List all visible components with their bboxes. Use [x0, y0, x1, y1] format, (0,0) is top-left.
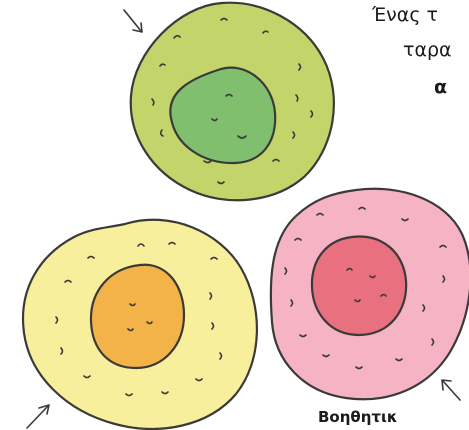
- pink-cell: [271, 189, 469, 399]
- yellow-cell-nucleus: [91, 265, 184, 368]
- heading-line-3: α: [434, 76, 447, 98]
- heading-line-1: Ένας τ: [372, 4, 438, 26]
- heading-line-2: ταρα: [403, 39, 452, 61]
- arrow-icon-bottom-left: [27, 405, 49, 428]
- arrow-icon-top-left: [124, 10, 142, 32]
- arrow-icon-right: [442, 380, 460, 400]
- pink-cell-nucleus: [312, 236, 406, 335]
- yellow-cell: [23, 220, 257, 429]
- green-cell: [131, 3, 334, 201]
- caption-label: Βοηθητικ: [318, 408, 397, 426]
